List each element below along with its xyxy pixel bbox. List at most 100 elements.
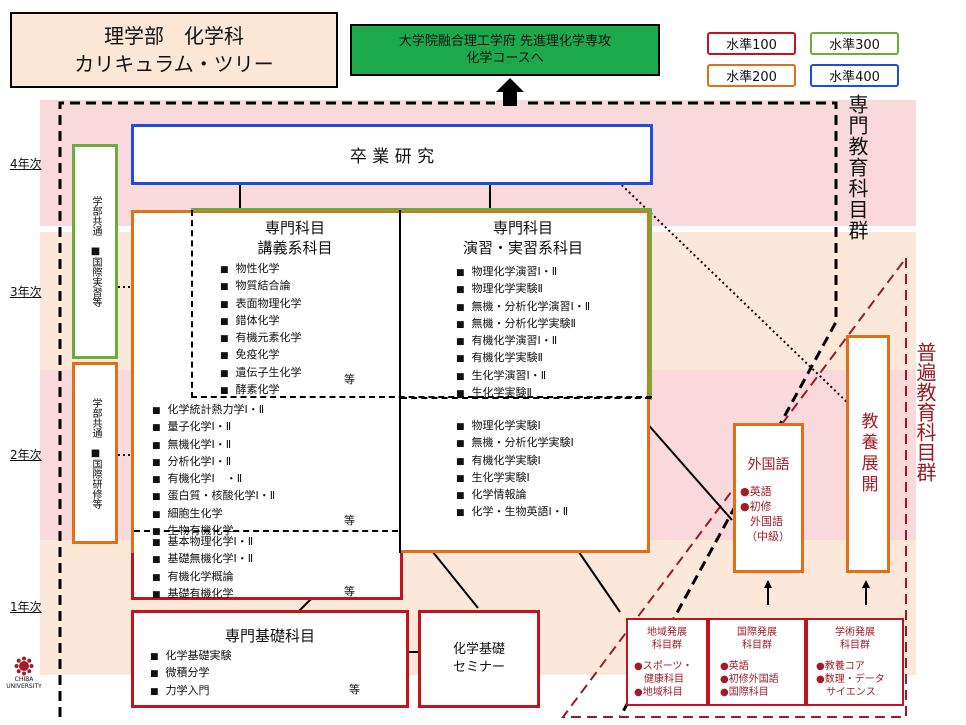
list-item: 無機・分析化学演習Ⅰ・Ⅱ xyxy=(456,299,591,316)
graduate-arrow-stem xyxy=(503,90,517,106)
list-item: 錯体化学 xyxy=(220,313,302,330)
gakujutsu-list: ●教養コア ●数理・データ サイエンス xyxy=(816,660,902,699)
practice-list: 物理化学演習Ⅰ・Ⅱ 物理化学実験Ⅱ 無機・分析化学演習Ⅰ・Ⅱ 無機・分析化学実験… xyxy=(456,264,591,402)
lecture-heading: 専門科目 講義系科目 xyxy=(195,218,395,258)
seminar-line2: セミナー xyxy=(452,660,505,675)
chiiki-list: ●スポーツ・ 健康科目 ●地域科目 xyxy=(634,660,706,699)
lecture1-etc: 等 xyxy=(344,585,355,598)
lecture1-list: 基本物理化学Ⅰ・Ⅱ 基礎無機化学Ⅰ・Ⅱ 有機化学概論 基礎有機化学 xyxy=(152,534,254,603)
kiso-list: 化学基礎実験 微積分学 力学入門 xyxy=(150,648,406,700)
kyotsu-3-box: 学部共通 ■国際実習等 xyxy=(72,144,118,359)
list-item: 健康科目 xyxy=(644,674,684,685)
gaikokugo-title: 外国語 xyxy=(747,457,790,473)
gakujutsu-title2: 科目群 xyxy=(840,640,870,651)
list-item: 物理化学実験Ⅱ xyxy=(456,281,590,298)
chiba-emblem-icon xyxy=(14,656,34,676)
list-item: 基礎有機化学 xyxy=(152,586,253,603)
kiso-box: 専門基礎科目 化学基礎実験 微積分学 力学入門 等 xyxy=(131,610,409,708)
list-item: ●地域科目 xyxy=(634,687,683,698)
list-item: ●スポーツ・ xyxy=(634,661,693,672)
sotsugyo-box: 卒 業 研 究 xyxy=(131,124,653,185)
year-label-3: 3年次 xyxy=(10,285,42,299)
kyoyo-box: 教養展開 xyxy=(846,335,890,573)
legend-level300: 水準300 xyxy=(810,32,899,55)
lecture-title2: 講義系科目 xyxy=(257,239,333,257)
kyotsu-2-box: 学部共通 ■国際研修等 xyxy=(72,362,118,544)
practice2-list: 物理化学実験Ⅰ 無機・分析化学実験Ⅰ 有機化学実験Ⅰ 生化学実験Ⅰ 化学情報論 … xyxy=(456,418,574,522)
list-item: 生化学演習Ⅰ・Ⅱ xyxy=(456,368,590,385)
legend-level200: 水準200 xyxy=(707,64,796,87)
year-label-1: 1年次 xyxy=(10,600,42,614)
list-item: ●英語 xyxy=(720,661,749,672)
list-item: 化学基礎実験 xyxy=(150,648,406,665)
legend-level100: 水準100 xyxy=(707,32,796,55)
kyoyo-label: 教養展開 xyxy=(857,412,878,496)
lecture2-list: 化学統計熱力学Ⅰ・Ⅱ 量子化学Ⅰ・Ⅱ 無機化学Ⅰ・Ⅱ 分析化学Ⅰ・Ⅱ 有機化学Ⅰ… xyxy=(152,402,276,540)
kokusai-list: ●英語 ●初修外国語 ●国際科目 xyxy=(720,660,804,699)
lecture-list: 物性化学 物質結合論 表面物理化学 錯体化学 有機元素化学 免疫化学 遺伝子生化… xyxy=(220,261,302,399)
list-item: ●国際科目 xyxy=(720,687,769,698)
list-item: 生化学実験Ⅱ xyxy=(456,385,590,402)
list-item: 有機化学実験Ⅱ xyxy=(456,350,590,367)
kokusai-box: 国際発展 科目群 ●英語 ●初修外国語 ●国際科目 xyxy=(708,618,806,706)
kyotsu-2-item: ■国際研修等 xyxy=(90,447,101,509)
page-title-line1: 理学部 化学科 xyxy=(104,24,244,48)
kokusai-title: 国際発展 科目群 xyxy=(710,626,804,652)
list-item: 無機・分析化学実験Ⅱ xyxy=(456,316,590,333)
lecture2-etc: 等 xyxy=(344,514,355,527)
list-item: ●英語 xyxy=(740,485,772,498)
gaikokugo-sub1: 外国語 xyxy=(750,515,783,528)
list-item: ●数理・データ xyxy=(816,674,885,685)
legend-level400: 水準400 xyxy=(810,64,899,87)
chiiki-title1: 地域発展 xyxy=(647,627,687,638)
seminar-line1: 化学基礎 xyxy=(452,642,505,657)
list-item: 有機化学概論 xyxy=(152,569,253,586)
page-title: 理学部 化学科 カリキュラム・ツリー xyxy=(10,12,338,88)
list-item: 有機化学Ⅰ ・Ⅱ xyxy=(152,471,275,488)
list-item: 有機化学実験Ⅰ xyxy=(456,453,574,470)
arrow-gaikokugo-practice xyxy=(635,410,733,521)
list-item: 有機元素化学 xyxy=(220,330,302,347)
fuhen-kyoiku-label: 普遍教育科目群 xyxy=(913,342,937,482)
chiiki-title: 地域発展 科目群 xyxy=(628,626,706,652)
gakujutsu-box: 学術発展 科目群 ●教養コア ●数理・データ サイエンス xyxy=(806,618,904,706)
list-item: 蛋白質・核酸化学Ⅰ・Ⅱ xyxy=(152,488,276,505)
list-item: 分析化学Ⅰ・Ⅱ xyxy=(152,454,275,471)
list-item: ●初修 xyxy=(740,500,772,513)
list-item: 有機化学演習Ⅰ・Ⅱ xyxy=(456,333,590,350)
kyotsu-2-top: 学部共通 xyxy=(90,397,101,438)
chiiki-title2: 科目群 xyxy=(652,640,682,651)
list-item: 表面物理化学 xyxy=(220,296,302,313)
kiso-etc: 等 xyxy=(349,683,360,696)
list-item: 量子化学Ⅰ・Ⅱ xyxy=(152,419,275,436)
lecture-title1: 専門科目 xyxy=(264,219,325,237)
lecture-etc: 等 xyxy=(344,373,355,386)
level300-box xyxy=(191,208,652,400)
list-item: 基本物理化学Ⅰ・Ⅱ xyxy=(152,534,254,551)
gakujutsu-title: 学術発展 科目群 xyxy=(808,626,902,652)
senmon-boundary xyxy=(58,101,838,718)
list-item: 力学入門 xyxy=(150,683,406,700)
logo-line2: UNIVERSITY xyxy=(6,683,42,690)
list-item: 微積分学 xyxy=(150,665,406,682)
gakujutsu-title1: 学術発展 xyxy=(835,627,875,638)
list-item: 化学統計熱力学Ⅰ・Ⅱ xyxy=(152,402,275,419)
list-item: 基礎無機化学Ⅰ・Ⅱ xyxy=(152,551,254,568)
gaikokugo-box: 外国語 ●英語 ●初修 外国語 （中級） xyxy=(733,423,804,573)
graduate-line2: 化学コースへ xyxy=(466,51,544,66)
list-item: 無機・分析化学実験Ⅰ xyxy=(456,435,574,452)
arrow-kyoyo-sotsugyo xyxy=(602,166,851,406)
chiiki-box: 地域発展 科目群 ●スポーツ・ 健康科目 ●地域科目 xyxy=(626,618,708,706)
logo-line1: CHIBA xyxy=(14,676,34,683)
arrow-fuhen-practice xyxy=(570,540,621,613)
gaikokugo-items: ●英語 ●初修 外国語 （中級） xyxy=(740,484,801,544)
list-item: 化学・生物英語Ⅰ・Ⅱ xyxy=(456,504,574,521)
list-item: 化学情報論 xyxy=(456,487,574,504)
practice-heading: 専門科目 演習・実習系科目 xyxy=(403,218,643,258)
list-item: サイエンス xyxy=(826,687,876,698)
year-label-4: 4年次 xyxy=(10,157,42,171)
seminar-box: 化学基礎 セミナー xyxy=(418,610,540,708)
graduate-line1: 大学院融合理工学府 先進理化学専攻 xyxy=(398,34,612,49)
kiso-title: 専門基礎科目 xyxy=(224,627,315,645)
list-item: 生化学実験Ⅰ xyxy=(456,470,574,487)
